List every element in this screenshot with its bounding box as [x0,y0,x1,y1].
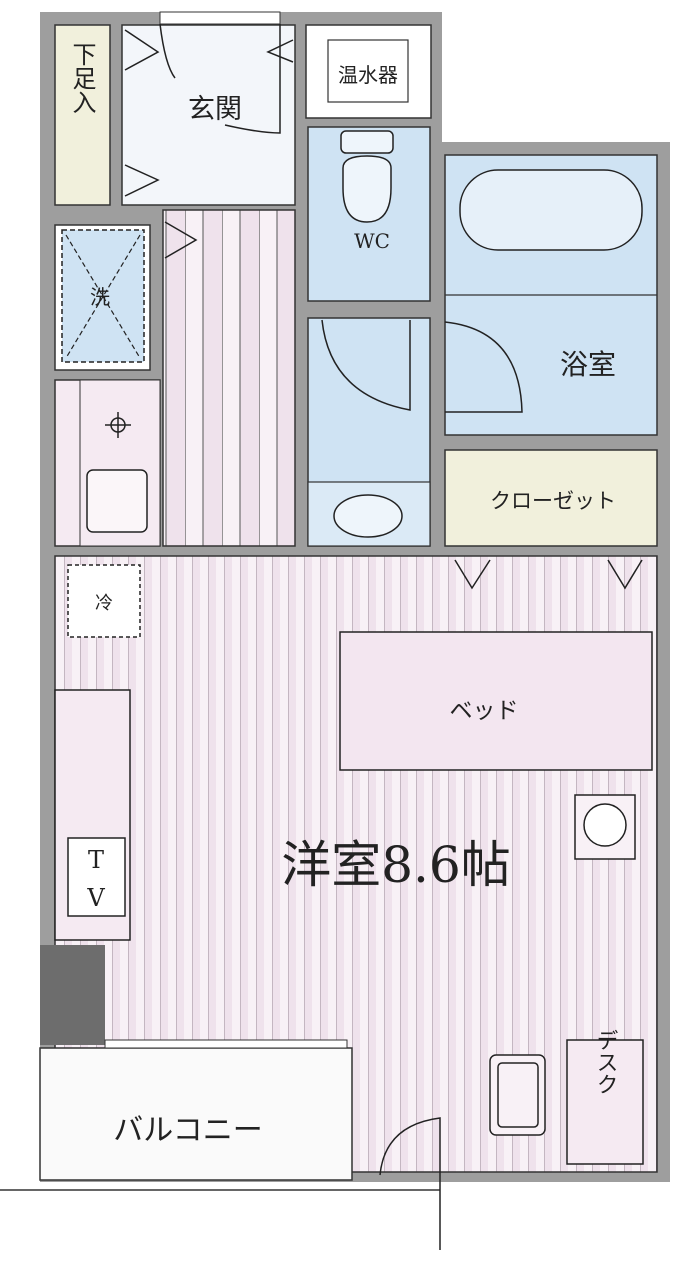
bathroom-label: 浴室 [560,348,616,381]
bed [339,631,653,771]
closet[interactable] [444,449,658,547]
bed-label: ベッド [450,698,519,724]
closet-door-icon [454,559,643,590]
room-door-swing [379,1117,441,1250]
washroom-door-swing [321,319,411,411]
shoe-closet-door-icon [124,29,294,197]
tv-label-v: V [86,884,105,912]
water-heater-label: 温水器 [338,63,398,87]
toilet-label: WC [354,229,390,253]
balcony[interactable] [39,1047,353,1181]
tv-label-t: T [88,846,104,874]
sink-icon [86,469,148,533]
wash-basin-icon [333,494,403,538]
pillar [40,945,105,1045]
entrance[interactable] [121,24,296,206]
washer-label: 洗 [90,285,110,309]
chair-icon [489,1054,546,1136]
washer-cross [65,234,141,359]
main-room-label: 洋室8.6帖 [281,836,511,894]
shoe-storage-label: 下足入 [68,42,96,114]
desk [566,1039,644,1165]
bathroom-door-swing [444,321,523,413]
desk-label: デスク [593,1029,618,1095]
door-swing [159,23,281,134]
closet-label: クローゼット [490,489,616,513]
bathtub-icon [459,169,643,251]
balcony-label: バルコニー [113,1113,262,1148]
fridge-space [67,564,141,638]
entrance-label: 玄関 [188,94,242,125]
water-heater-unit [327,39,409,103]
hallway [162,209,296,547]
lamp-icon [583,803,627,847]
tv [67,837,126,917]
shoe-storage [54,24,111,206]
stove-icon [105,412,131,438]
balcony-window[interactable] [104,1039,348,1049]
toilet-icon [340,130,394,223]
front-door[interactable] [159,11,281,25]
hall-door-icon [164,221,198,259]
fridge-label: 冷 [95,593,113,614]
